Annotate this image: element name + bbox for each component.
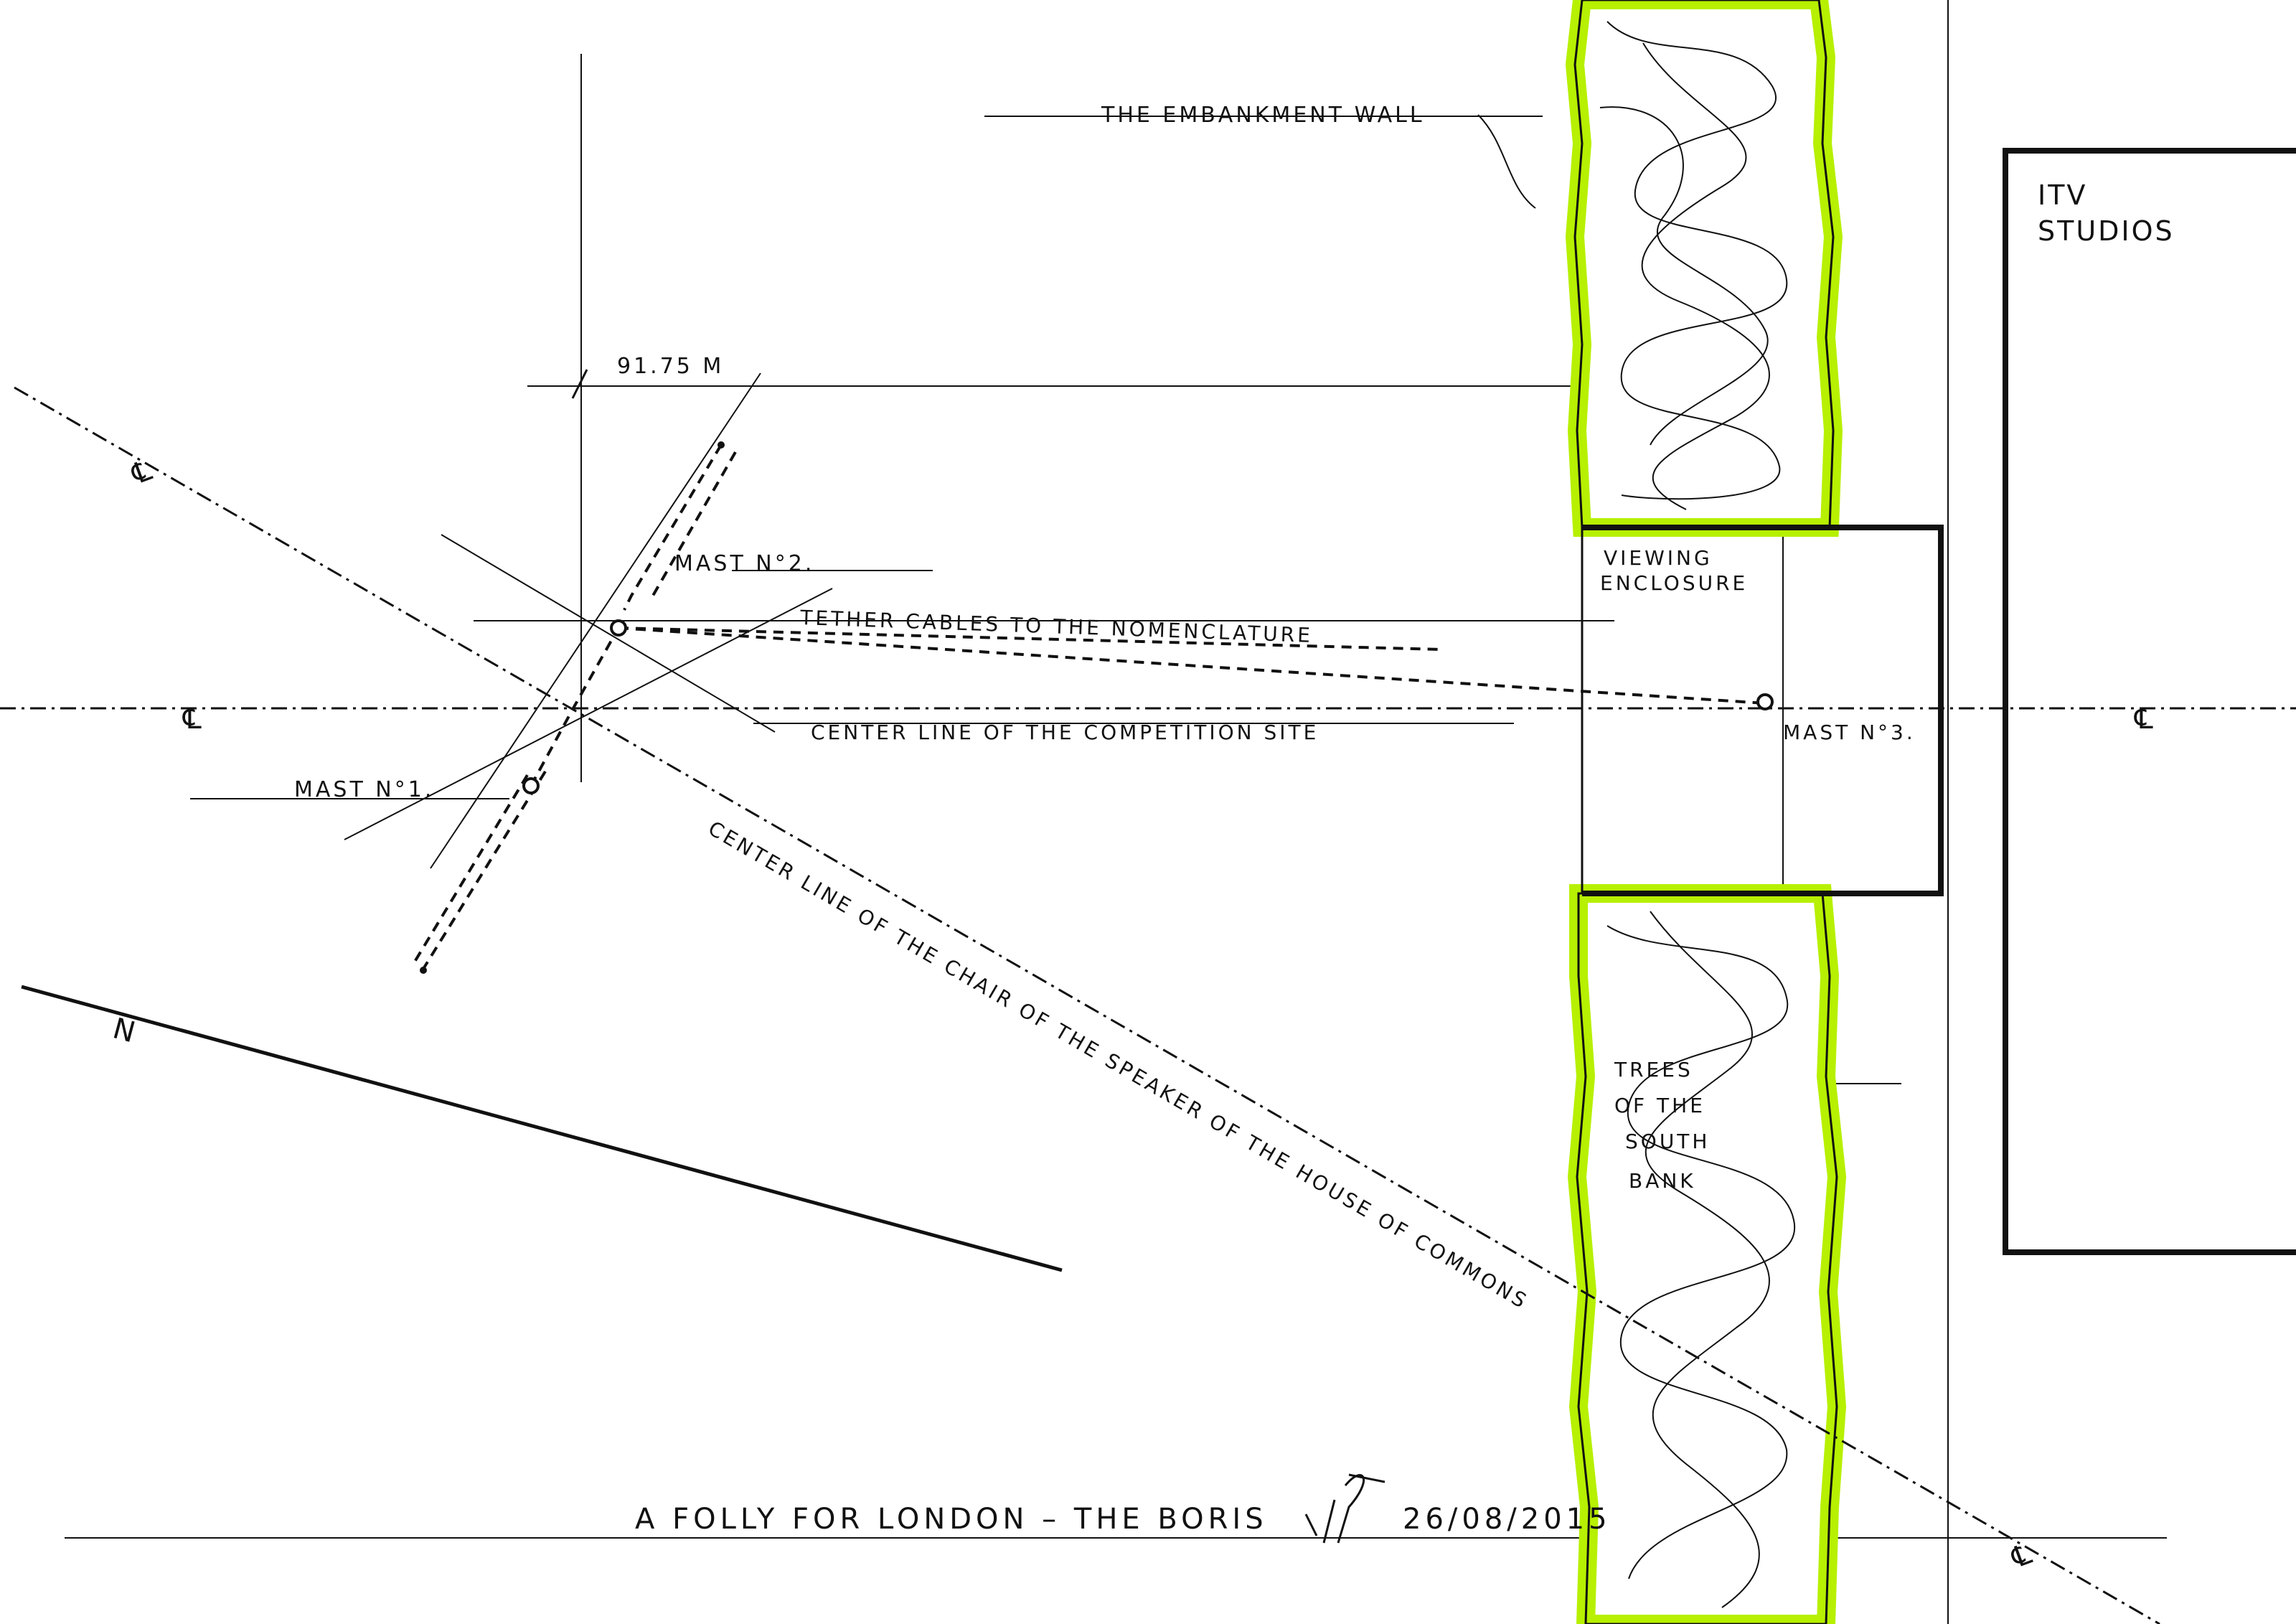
mast-3-label: MAST N°3. [1783, 721, 1916, 744]
itv-label-line1: ITV [2038, 179, 2087, 211]
construction-lines [65, 0, 2167, 1624]
competition-site-centreline-label: CENTER LINE OF THE COMPETITION SITE [811, 721, 1319, 744]
north-symbol: N [109, 1012, 143, 1051]
north-arrow-line [21, 985, 1063, 1272]
trees-north-belt [1565, 0, 1843, 537]
tether-label: TETHER CABLES TO THE NOMENCLATURE [799, 606, 1314, 647]
trees-label-line2: OF THE [1614, 1094, 1705, 1117]
dimension-label: 91.75 M [617, 354, 724, 379]
trees-south-belt [1567, 884, 1847, 1624]
embankment-wall-label: THE EMBANKMENT WALL [1101, 103, 1425, 128]
speaker-chair-axis [14, 386, 2160, 1624]
viewing-enclosure-line1: VIEWING [1604, 546, 1713, 570]
centreline-symbol-left: ℄ [182, 703, 206, 736]
trees-label-line1: TREES [1614, 1058, 1693, 1081]
mast-1-label: MAST N°1. [294, 777, 434, 802]
mast-3-point [1756, 693, 1774, 710]
mast-2-point [610, 619, 627, 637]
trees-label-line4: BANK [1629, 1169, 1696, 1193]
speaker-axis-label: CENTER LINE OF THE CHAIR OF THE SPEAKER … [704, 817, 1533, 1314]
itv-studios-building [2003, 148, 2296, 1255]
mast-structure [411, 441, 737, 974]
trees-label-line3: SOUTH [1625, 1130, 1710, 1153]
drawing-date: 26/08/2015 [1403, 1503, 1612, 1536]
axis-symbol-top: ℄ [127, 452, 160, 491]
viewing-enclosure-line2: ENCLOSURE [1600, 571, 1748, 595]
signature [1304, 1473, 1385, 1544]
axis-symbol-bottom: ℄ [2007, 1536, 2040, 1574]
mast-1-point [522, 777, 540, 794]
drawing-title: A FOLLY FOR LONDON – THE BORIS [635, 1503, 1268, 1536]
viewing-enclosure [1581, 525, 1944, 896]
tether-cables [618, 626, 1766, 705]
mast-2-label: MAST N°2. [674, 551, 814, 576]
centreline-symbol-right: ℄ [2134, 703, 2158, 736]
itv-label-line2: STUDIOS [2038, 215, 2175, 247]
